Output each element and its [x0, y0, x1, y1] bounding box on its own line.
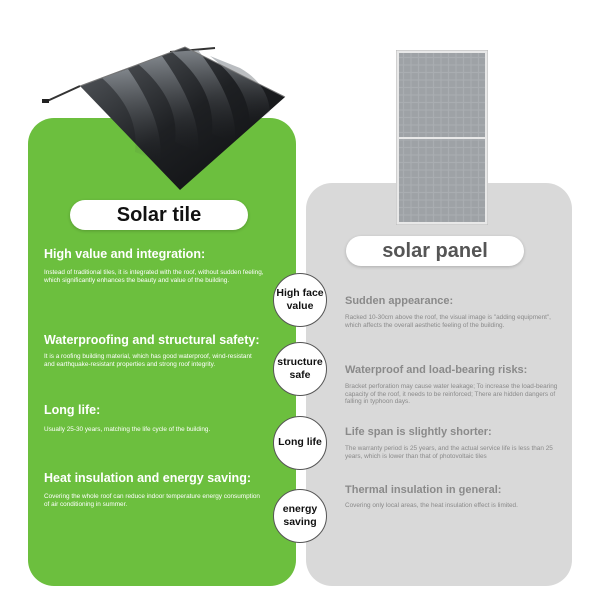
- circle-line: safe: [289, 369, 311, 381]
- circle-line: value: [286, 300, 314, 312]
- solar-tile-card: [28, 118, 296, 586]
- solar-panel-image: [396, 50, 488, 225]
- circle-line: structure: [277, 355, 323, 368]
- panel-section-body: The warranty period is 25 years, and the…: [345, 445, 553, 460]
- solar-panel-title: solar panel: [346, 236, 524, 266]
- circle-line: saving: [283, 516, 317, 528]
- tile-section-body: Instead of traditional tiles, it is inte…: [44, 269, 264, 284]
- tile-section-heading: Long life:: [44, 403, 101, 417]
- panel-section-heading: Waterproof and load-bearing risks:: [345, 364, 528, 376]
- tile-section-heading: Heat insulation and energy saving:: [44, 471, 251, 485]
- tile-section-heading: Waterproofing and structural safety:: [44, 333, 260, 347]
- panel-section-body: Racked 10-30cm above the roof, the visua…: [345, 314, 551, 329]
- panel-section-body: Bracket perforation may cause water leak…: [345, 383, 558, 406]
- tile-section-body: Usually 25-30 years, matching the life c…: [44, 426, 211, 433]
- panel-section-heading: Sudden appearance:: [345, 295, 454, 307]
- panel-section-heading: Life span is slightly shorter:: [345, 426, 492, 438]
- circle-line: High face: [276, 286, 324, 299]
- solar-tile-image: [42, 46, 286, 190]
- tile-section-body: It is a roofing building material, which…: [44, 353, 252, 368]
- tile-section-body: Covering the whole roof can reduce indoo…: [44, 493, 260, 508]
- panel-section-heading: Thermal insulation in general:: [345, 484, 502, 496]
- solar-tile-title: Solar tile: [70, 200, 248, 230]
- circle-line: Long life: [278, 436, 322, 449]
- tile-section-heading: High value and integration:: [44, 247, 206, 261]
- circle-line: energy: [282, 502, 318, 515]
- panel-section-body: Covering only local areas, the heat insu…: [345, 502, 518, 509]
- comparison-circle-long-life: Long life: [273, 416, 327, 470]
